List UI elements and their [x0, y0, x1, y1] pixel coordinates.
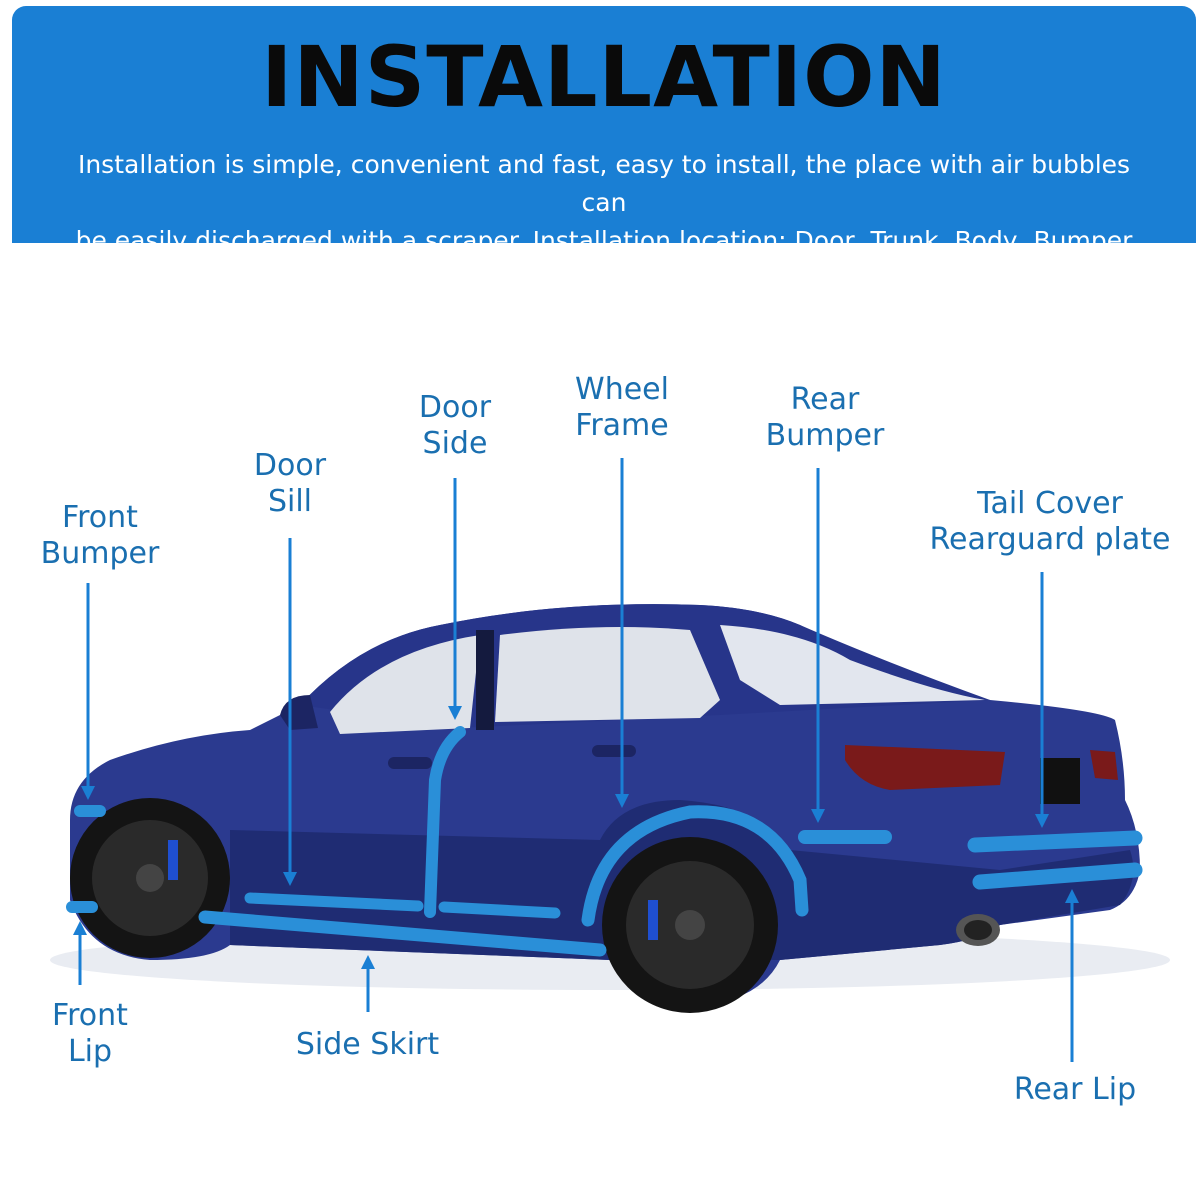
b-pillar — [476, 630, 494, 730]
tail-light-right — [1090, 750, 1118, 780]
license-plate — [1040, 758, 1080, 804]
page-title: INSTALLATION — [261, 28, 947, 126]
label-door-sill: Door Sill — [253, 448, 327, 519]
label-front-lip: Front Lip — [52, 998, 128, 1069]
label-rear-lip: Rear Lip — [1013, 1072, 1137, 1107]
door-sill-strip-front — [244, 892, 424, 912]
door-side-strip — [424, 726, 466, 918]
header-banner: INSTALLATION Installation is simple, con… — [12, 6, 1196, 293]
label-front-bumper: Front Bumper — [40, 500, 160, 571]
front-door-handle — [388, 757, 432, 769]
description-line-1: Installation is simple, convenient and f… — [77, 150, 1131, 217]
label-tail-cover: Tail Cover Rearguard plate — [929, 486, 1171, 557]
rear-wheel — [602, 837, 778, 1013]
rear-door-window — [495, 626, 720, 722]
description-line-2: be easily discharged with a scraper. Ins… — [75, 226, 1133, 293]
front-wheel — [70, 798, 230, 958]
tail-light-left — [845, 745, 1005, 790]
label-door-side: Door Side — [418, 390, 492, 461]
rear-door-handle — [592, 745, 636, 757]
door-sill-strip-rear — [438, 901, 561, 919]
label-side-skirt: Side Skirt — [295, 1027, 440, 1062]
description: Installation is simple, convenient and f… — [52, 146, 1156, 298]
wheel-frame-strip — [581, 805, 809, 927]
side-skirt-strip — [198, 910, 607, 957]
tail-cover-strip — [967, 830, 1143, 853]
label-wheel-frame: Wheel Frame — [575, 372, 669, 443]
rear-lip-strip — [972, 862, 1143, 890]
rear-window — [720, 625, 985, 705]
label-rear-bumper: Rear Bumper — [765, 382, 885, 453]
pointer-lines — [73, 458, 1079, 1062]
trim-strips — [66, 726, 1143, 957]
front-door-window — [330, 635, 480, 734]
